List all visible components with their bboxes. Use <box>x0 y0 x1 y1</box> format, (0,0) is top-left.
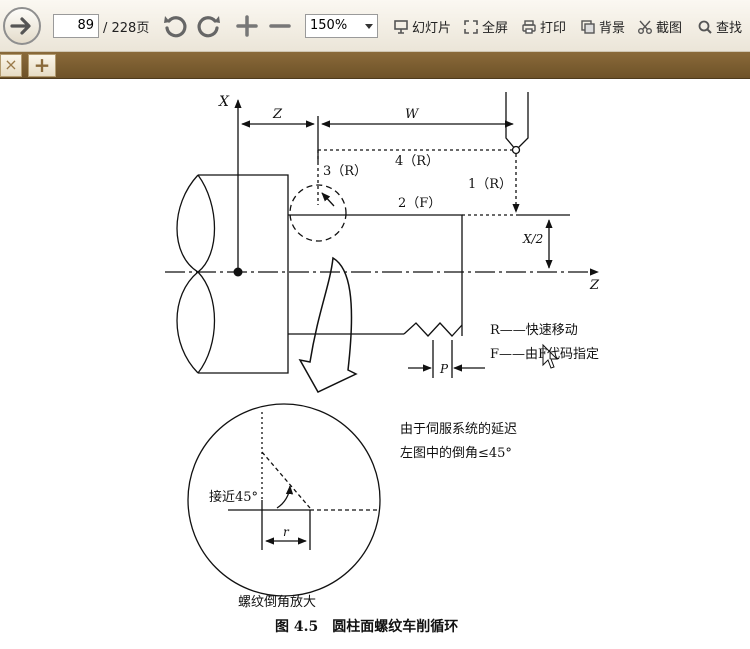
path-3-label: 3（R） <box>323 164 368 179</box>
z-axis-label: Z <box>590 278 600 293</box>
x-half-label: X/2 <box>523 232 544 246</box>
rotate-right-button[interactable] <box>194 11 224 41</box>
zoom-out-button[interactable] <box>265 11 295 41</box>
fullscreen-button[interactable]: 全屏 <box>463 17 508 36</box>
scissors-icon <box>637 19 653 35</box>
radius-label: r <box>283 525 289 539</box>
page-number-input[interactable]: 89 <box>53 14 99 38</box>
printer-icon <box>521 19 537 35</box>
screenshot-button[interactable]: 截图 <box>637 17 682 36</box>
print-label: 打印 <box>540 21 567 36</box>
zoom-value: 150% <box>310 18 348 33</box>
note-line-2: 左图中的倒角≤45° <box>400 446 512 461</box>
threading-cycle-figure <box>165 92 599 597</box>
path-1-label: 1（R） <box>468 177 513 192</box>
background-icon <box>580 19 596 35</box>
search-button[interactable]: 查找 <box>697 17 742 36</box>
fullscreen-label: 全屏 <box>482 21 509 36</box>
path-2-label: 2（F） <box>398 196 442 211</box>
screenshot-label: 截图 <box>656 21 683 36</box>
legend-feed: F——由F代码指定 <box>490 347 600 362</box>
total-pages-label: / 228页 <box>103 21 150 36</box>
mouse-cursor-icon <box>542 343 559 369</box>
plus-icon <box>236 15 258 37</box>
slideshow-button[interactable]: 幻灯片 <box>393 17 451 36</box>
figure-caption: 图 4.5 圆柱面螺纹车削循环 <box>275 619 459 635</box>
z-dimension-label: Z <box>273 107 283 122</box>
minus-icon <box>269 24 291 28</box>
background-button[interactable]: 背景 <box>580 17 625 36</box>
slideshow-label: 幻灯片 <box>412 21 452 36</box>
toolbar: 89 / 228页 150% 幻灯片 全屏 <box>0 0 750 52</box>
legend-rapid: R——快速移动 <box>490 323 578 338</box>
zoom-in-button[interactable] <box>232 11 262 41</box>
document-page: X Z W 4（R） 3（R） 1（R） 2（F） X/2 Z R——快速移动 … <box>0 80 750 649</box>
fullscreen-icon <box>463 19 479 35</box>
background-label: 背景 <box>599 21 626 36</box>
search-icon <box>697 19 713 35</box>
rotate-right-icon <box>197 16 220 38</box>
detail-caption: 螺纹倒角放大 <box>238 595 317 610</box>
add-tab-button[interactable]: + <box>28 54 56 77</box>
go-to-page-button[interactable] <box>3 7 41 45</box>
approx-45-label: 接近45° <box>209 490 259 505</box>
rotate-left-icon <box>164 16 187 38</box>
chevron-down-icon <box>365 24 373 29</box>
tab-bar: × + <box>0 52 750 79</box>
x-axis-label: X <box>219 94 229 110</box>
w-dimension-label: W <box>405 107 419 122</box>
slideshow-icon <box>393 19 409 35</box>
arrow-right-icon <box>10 17 31 35</box>
print-button[interactable]: 打印 <box>521 17 566 36</box>
rotate-left-button[interactable] <box>160 11 190 41</box>
zoom-select[interactable]: 150% <box>305 14 378 38</box>
search-label: 查找 <box>716 21 743 36</box>
path-4-label: 4（R） <box>395 154 440 169</box>
note-line-1: 由于伺服系统的延迟 <box>400 422 518 437</box>
close-tab-button[interactable]: × <box>0 54 22 77</box>
pitch-label: P <box>440 362 449 376</box>
